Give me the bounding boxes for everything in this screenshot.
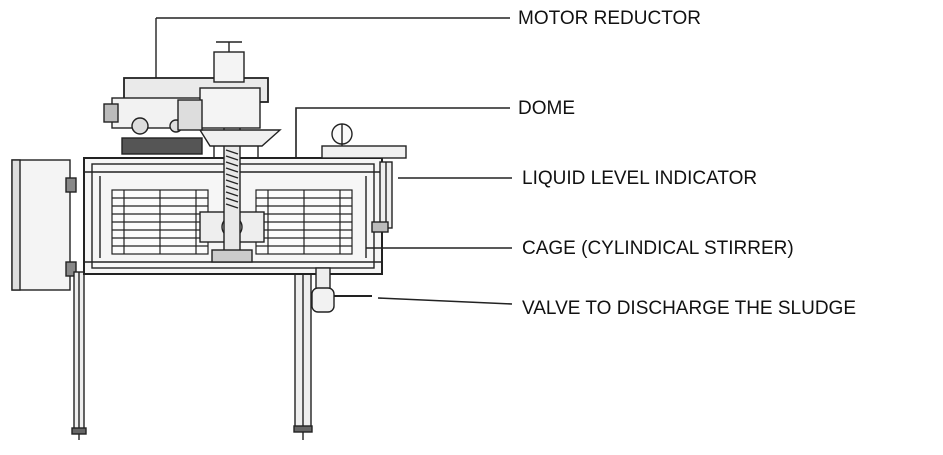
leader-dome (295, 107, 510, 158)
liquid-level-indicator-part (371, 161, 393, 233)
label-cage: CAGE (CYLINDICAL STIRRER) (522, 238, 794, 259)
control-box (11, 159, 77, 291)
cover-plate (321, 123, 407, 159)
leader-lines (156, 17, 513, 305)
label-dome: DOME (518, 98, 575, 119)
cage-right (255, 189, 353, 255)
motor-reductor (103, 18, 269, 155)
discharge-valve (311, 267, 372, 313)
left-leg (71, 271, 87, 440)
label-motor-reductor: MOTOR REDUCTOR (518, 8, 701, 29)
label-valve: VALVE TO DISCHARGE THE SLUDGE (522, 298, 857, 319)
leader-valve (377, 297, 513, 305)
dome (198, 129, 282, 158)
label-liquid-level-indicator: LIQUID LEVEL INDICATOR (522, 168, 758, 189)
right-leg (293, 271, 313, 440)
cage-left (111, 189, 209, 255)
